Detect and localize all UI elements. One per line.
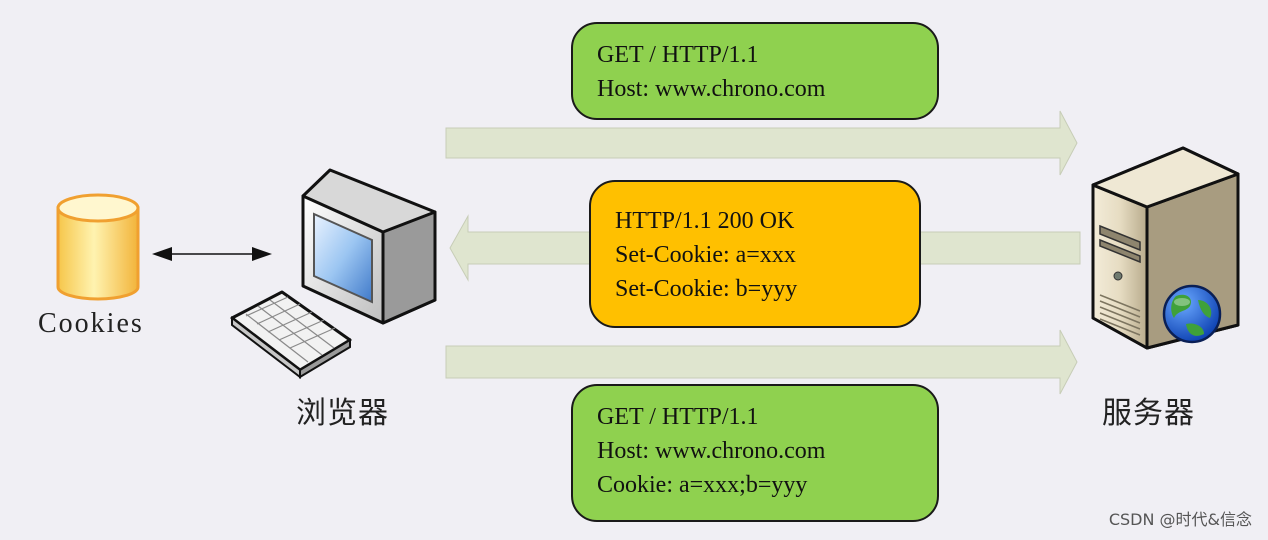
message-line: Cookie: a=xxx;b=yyy: [597, 472, 808, 498]
globe-icon: [1162, 284, 1222, 344]
watermark: CSDN @时代&信念: [1108, 510, 1252, 529]
message-line: GET / HTTP/1.1: [597, 404, 759, 430]
request-arrow-1: [445, 110, 1078, 176]
cookie-sync-arrow: [152, 247, 272, 261]
desktop-computer-icon: [301, 168, 437, 325]
message-line: HTTP/1.1 200 OK: [615, 208, 795, 234]
message-line: GET / HTTP/1.1: [597, 42, 759, 68]
message-line: Host: www.chrono.com: [597, 76, 826, 102]
keyboard-icon: [230, 290, 352, 380]
response-message: HTTP/1.1 200 OK Set-Cookie: a=xxx Set-Co…: [589, 180, 921, 328]
message-line: Set-Cookie: b=yyy: [615, 276, 798, 302]
database-cylinder-icon: [56, 193, 140, 301]
request-message-2: GET / HTTP/1.1 Host: www.chrono.com Cook…: [571, 384, 939, 522]
server-label: 服务器: [1102, 396, 1195, 431]
request-message-1: GET / HTTP/1.1 Host: www.chrono.com: [571, 22, 939, 120]
browser-label: 浏览器: [296, 396, 389, 431]
request-arrow-2: [445, 329, 1078, 395]
cookies-label: Cookies: [38, 308, 144, 339]
message-line: Host: www.chrono.com: [597, 438, 826, 464]
message-line: Set-Cookie: a=xxx: [615, 242, 796, 268]
